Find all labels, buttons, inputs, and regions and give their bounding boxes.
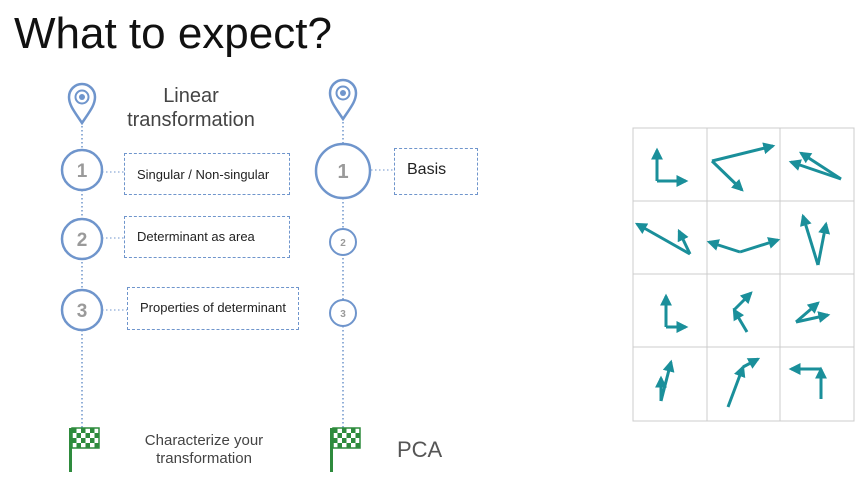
- svg-text:1: 1: [337, 161, 348, 183]
- page-title: What to expect?: [14, 9, 332, 58]
- checkered-flag-icon: [330, 427, 361, 472]
- step-box-determinant-area: Determinant as area: [124, 216, 290, 258]
- step-box-properties: Properties of determinant: [127, 287, 299, 330]
- step-circle-1: 1: [60, 148, 104, 192]
- checkered-flag-icon: [69, 427, 100, 472]
- step-circle-2: 2: [60, 217, 104, 261]
- svg-text:2: 2: [77, 230, 88, 251]
- svg-text:3: 3: [340, 309, 346, 320]
- track-1-heading: Linear transformation: [127, 85, 255, 131]
- svg-text:1: 1: [77, 161, 88, 182]
- track-2-goal: PCA: [397, 437, 443, 462]
- map-pin-icon: [328, 78, 358, 122]
- step-circle-3: 3: [60, 288, 104, 332]
- track-1-goal: Characterize your transformation: [144, 432, 264, 467]
- vector-pair-icon: [634, 142, 842, 408]
- step-box-singular: Singular / Non-singular: [124, 153, 290, 195]
- svg-text:3: 3: [77, 301, 88, 322]
- vector-grid: [632, 127, 855, 422]
- step-circle-2: 2: [329, 228, 357, 256]
- step-circle-3: 3: [329, 299, 357, 327]
- step-box-basis: Basis: [394, 148, 478, 195]
- svg-text:2: 2: [340, 238, 346, 249]
- step-circle-1: 1: [314, 142, 372, 200]
- map-pin-icon: [67, 82, 97, 126]
